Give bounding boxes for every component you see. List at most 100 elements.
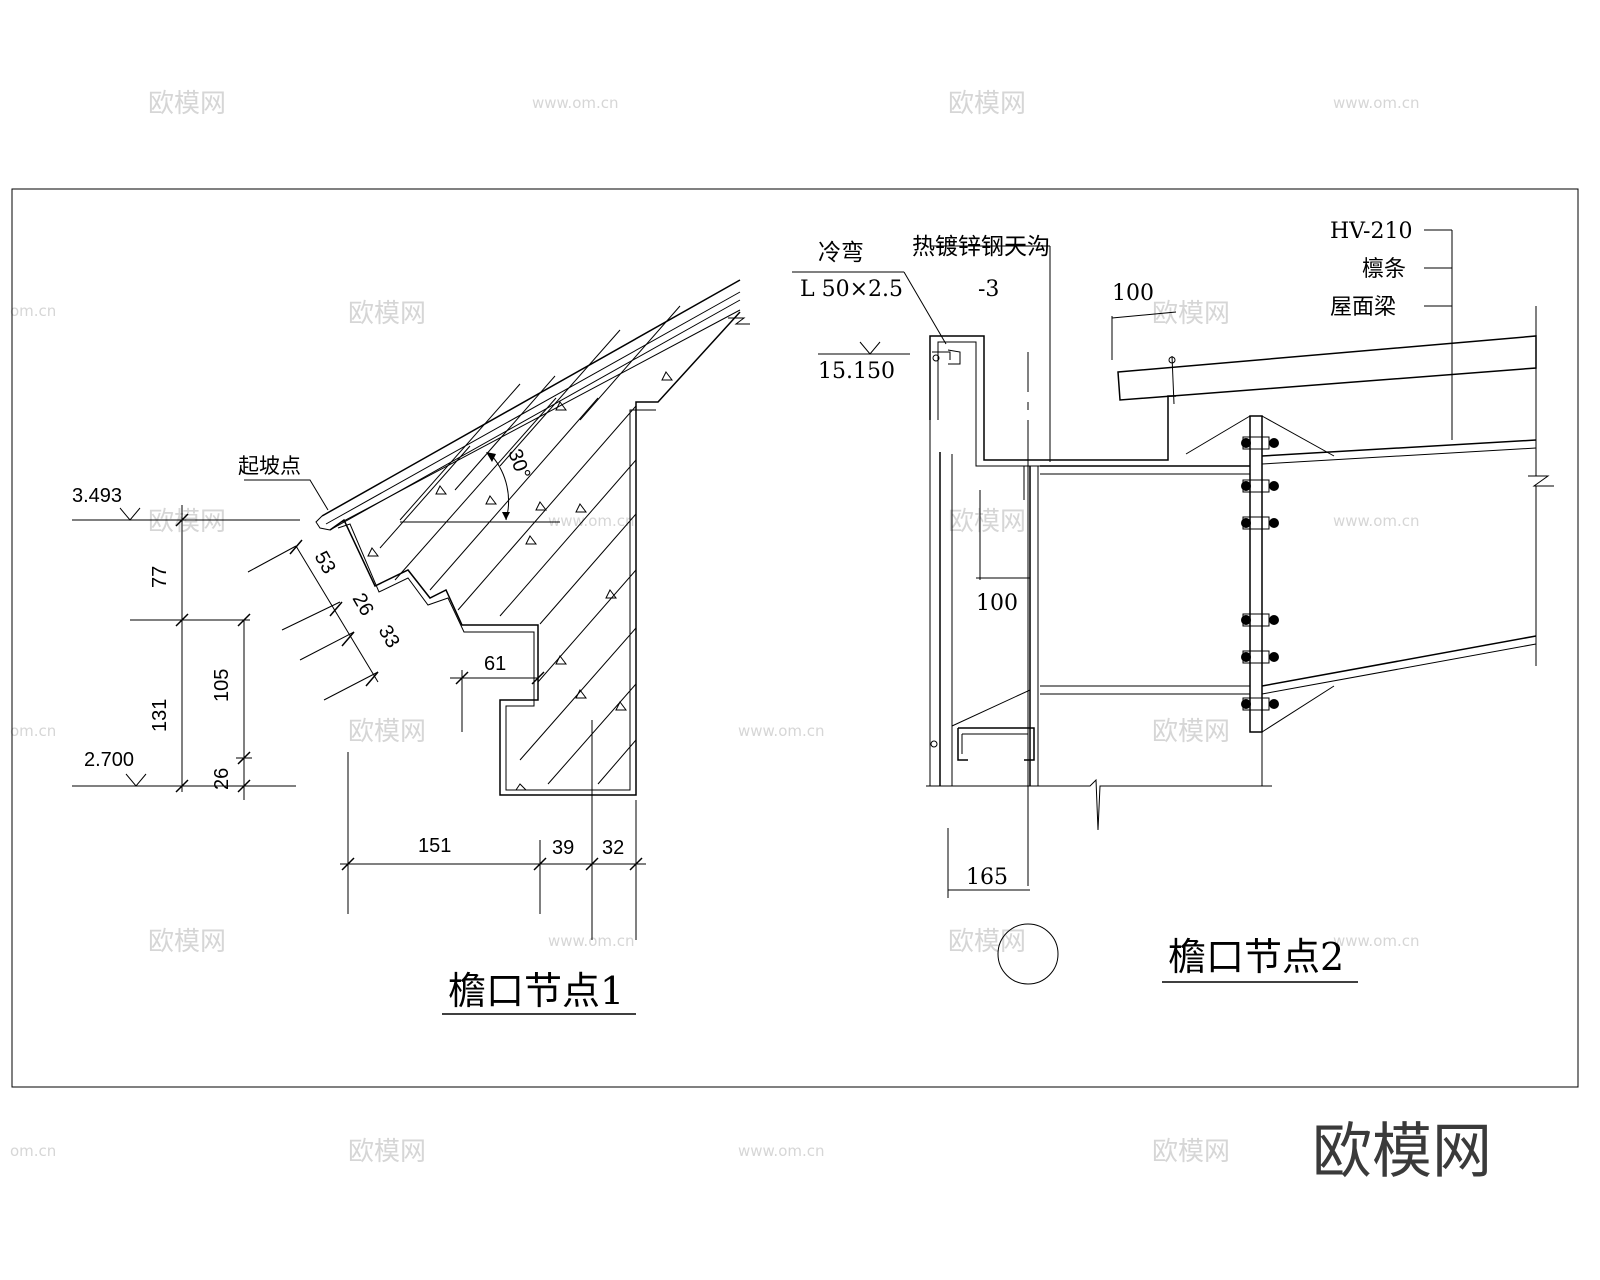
- purlin-label: 檩条: [1362, 257, 1406, 282]
- dimension-ticks: [455, 671, 545, 685]
- drawing-frame: [11, 188, 1579, 1088]
- roof-beam-bottom: [1261, 643, 1537, 695]
- bolt: [1168, 356, 1176, 364]
- cold-bend-angle: [932, 351, 951, 360]
- watermark-brand: 欧模网: [948, 89, 1026, 119]
- dim-26-vertical: 26: [211, 768, 233, 790]
- end-plate: [1249, 415, 1263, 733]
- break-mark: [728, 317, 750, 325]
- watermark-brand: 欧模网: [1152, 717, 1230, 747]
- c-section: [957, 727, 1035, 761]
- dim-131: 131: [149, 699, 171, 732]
- watermark-brand: 欧模网: [148, 927, 226, 957]
- roof-surface-top: [321, 279, 741, 517]
- watermark-site-short: om.cn: [10, 302, 56, 320]
- dim-33: 33: [374, 622, 404, 652]
- concrete-hatch: [379, 305, 681, 785]
- dim-53: 53: [310, 548, 340, 578]
- roof-drip: [315, 515, 331, 531]
- gutter-profile-inner: [937, 341, 1172, 467]
- cold-bend-label: 冷弯: [818, 240, 864, 266]
- eave-detail-2: 冷弯 热镀锌钢天沟 L 50×2.5 -3 15.150: [792, 219, 1554, 985]
- watermark-brand: 欧模网: [1152, 1137, 1230, 1167]
- watermark-brand: 欧模网: [948, 927, 1026, 957]
- watermark-site: www.om.cn: [1333, 512, 1420, 530]
- roof-beam-label: 屋面梁: [1330, 295, 1396, 320]
- bolt: [932, 354, 940, 362]
- watermark-brand: 欧模网: [148, 89, 226, 119]
- bolt: [930, 740, 938, 748]
- purlin-bolt: [1171, 355, 1175, 405]
- elevation-mark: [125, 773, 147, 787]
- watermark-site: www.om.cn: [548, 932, 635, 950]
- dim-61: 61: [484, 653, 506, 675]
- label-leader: [903, 271, 947, 345]
- stiffener: [984, 465, 1025, 500]
- watermark-brand: 欧模网: [1152, 299, 1230, 329]
- base-line: [926, 778, 1272, 831]
- eave-detail-1: 30° 起坡点 3.493 2.700 77 131 105 26: [72, 279, 750, 1015]
- c-section-inner: [961, 733, 1029, 754]
- watermark-brand: 欧模网: [148, 507, 226, 537]
- elevation-top: 3.493: [72, 485, 122, 507]
- watermark-site: www.om.cn: [738, 1142, 825, 1160]
- elevation-label: 15.150: [818, 359, 895, 384]
- dim-100-top: 100: [1112, 281, 1154, 306]
- detail-1-title: 檐口节点1: [448, 969, 624, 1013]
- roof-beam-top: [1261, 447, 1537, 465]
- dim-32: 32: [602, 837, 624, 859]
- gutter-thickness: -3: [978, 277, 999, 302]
- elevation-mark: [119, 507, 141, 521]
- dimension-extension: [323, 671, 379, 701]
- watermark-site: www.om.cn: [1333, 94, 1420, 112]
- dimension-ticks: [341, 857, 643, 871]
- dimension-line: [295, 545, 379, 683]
- roof-layer: [341, 309, 741, 523]
- dimension-extension: [299, 631, 355, 661]
- dimension-line: [1111, 311, 1177, 319]
- dim-151: 151: [418, 835, 451, 857]
- angle-spec: L 50×2.5: [800, 277, 903, 302]
- elevation-bottom: 2.700: [84, 749, 134, 771]
- purlin-spec: HV-210: [1330, 219, 1412, 244]
- dimension-ticks: [175, 513, 251, 793]
- dimension-extension: [247, 545, 297, 573]
- dimension-extension: [281, 601, 341, 631]
- dim-105: 105: [211, 669, 233, 702]
- brand-watermark: 欧模网: [1312, 1117, 1492, 1187]
- haunch: [1261, 685, 1335, 733]
- watermark-site: www.om.cn: [738, 722, 825, 740]
- cornice-outline: [329, 311, 741, 796]
- watermark-brand: 欧模网: [948, 507, 1026, 537]
- knee-brace: [951, 689, 1031, 727]
- purlin: [1117, 335, 1537, 401]
- roof-layer: [325, 291, 741, 525]
- dim-165: 165: [966, 865, 1008, 890]
- roof-beam-top: [1261, 439, 1537, 457]
- roof-beam-bottom: [1261, 635, 1537, 687]
- watermark-site: www.om.cn: [548, 512, 635, 530]
- angle-arrow: [502, 512, 510, 520]
- slope-start-leader: [244, 479, 329, 511]
- axis-bubble: [997, 923, 1059, 985]
- cornice-inner-outline: [337, 409, 656, 791]
- watermark-site: www.om.cn: [1333, 932, 1420, 950]
- dimension-ticks: [289, 539, 379, 687]
- cold-bend-angle: [947, 349, 961, 365]
- watermark-site: www.om.cn: [532, 94, 619, 112]
- gutter-label: 热镀锌钢天沟: [912, 234, 1050, 260]
- dim-39: 39: [552, 837, 574, 859]
- angle-arrow: [486, 452, 496, 462]
- dim-77: 77: [149, 566, 171, 588]
- haunch: [1261, 415, 1335, 457]
- break-mark: [1528, 475, 1554, 487]
- watermark-brand: 欧模网: [348, 299, 426, 329]
- watermark-brand: 欧模网: [348, 717, 426, 747]
- detail-2-title: 檐口节点2: [1168, 935, 1344, 979]
- dim-26-sloped: 26: [348, 590, 378, 620]
- dim-100-middle: 100: [976, 591, 1018, 616]
- watermark-site-short: om.cn: [10, 722, 56, 740]
- bolt-group: [1241, 436, 1279, 711]
